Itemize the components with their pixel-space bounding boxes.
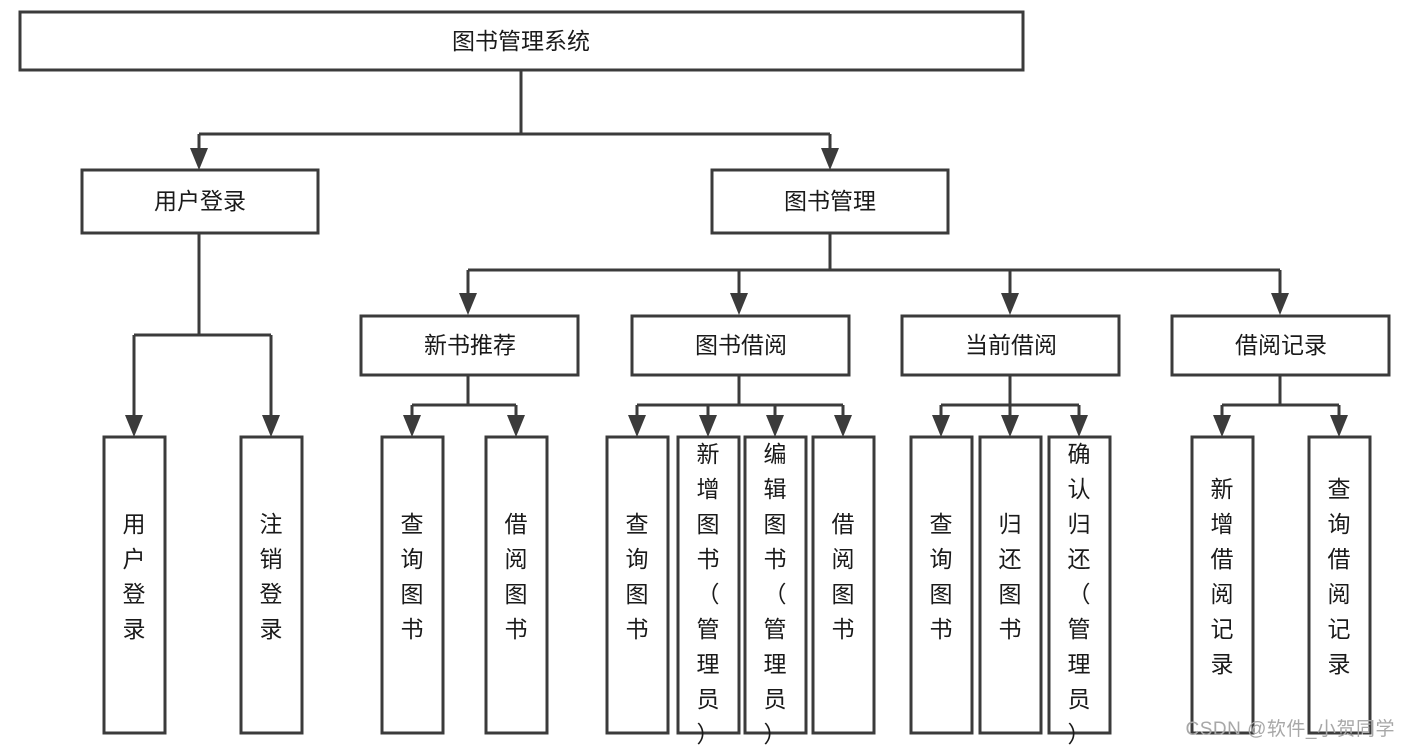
node-leaf-return-book[interactable]: 归还图书	[978, 435, 1043, 735]
node-current-borrow-box[interactable]	[900, 314, 1121, 377]
node-book-manage-box[interactable]	[710, 168, 950, 235]
node-root[interactable]: 图书管理系统	[18, 10, 1025, 72]
node-leaf-add-book-box[interactable]	[676, 435, 741, 735]
node-leaf-edit-book-box[interactable]	[743, 435, 808, 735]
arrowhead-leaf-add-record	[1213, 415, 1231, 437]
node-leaf-query-book-2-box[interactable]	[605, 435, 670, 735]
arrowhead-leaf-borrow-book-2	[834, 415, 852, 437]
node-leaf-borrow-book-1-label: 借阅图书	[505, 511, 528, 642]
node-leaf-query-book-1-label: 查询图书	[401, 511, 424, 642]
node-leaf-confirm-return[interactable]: 确认归还（管理员）	[1047, 435, 1112, 747]
node-book-manage-label: 图书管理	[784, 188, 876, 214]
arrowhead-current-borrow	[1001, 293, 1019, 315]
arrowhead-book-borrow	[730, 293, 748, 315]
node-leaf-logout-box[interactable]	[239, 435, 304, 735]
node-borrow-record-box[interactable]	[1170, 314, 1391, 377]
node-borrow-record[interactable]: 借阅记录	[1170, 314, 1391, 377]
node-leaf-return-book-box[interactable]	[978, 435, 1043, 735]
node-leaf-query-book-2-label: 查询图书	[626, 511, 649, 642]
node-leaf-logout[interactable]: 注销登录	[239, 435, 304, 735]
arrowhead-leaf-query-book-1	[403, 415, 421, 437]
node-leaf-query-book-3-label: 查询图书	[930, 511, 953, 642]
node-new-book-rec-box[interactable]	[359, 314, 580, 377]
node-leaf-borrow-book-2[interactable]: 借阅图书	[811, 435, 876, 735]
node-book-borrow-box[interactable]	[630, 314, 851, 377]
arrowhead-leaf-query-book-3	[932, 415, 950, 437]
node-leaf-user-login-label: 用户登录	[123, 511, 146, 642]
node-leaf-query-book-3-box[interactable]	[909, 435, 974, 735]
arrowhead-leaf-edit-book	[766, 415, 784, 437]
node-book-manage[interactable]: 图书管理	[710, 168, 950, 235]
arrowhead-leaf-return-book	[1001, 415, 1019, 437]
arrowhead-leaf-confirm-return	[1070, 415, 1088, 437]
node-leaf-borrow-book-1-box[interactable]	[484, 435, 549, 735]
node-user-login[interactable]: 用户登录	[80, 168, 320, 235]
arrowhead-leaf-add-book	[699, 415, 717, 437]
node-book-borrow-label: 图书借阅	[695, 332, 787, 358]
arrowhead-leaf-borrow-book-1	[507, 415, 525, 437]
node-leaf-add-record-label: 新增借阅记录	[1211, 476, 1234, 677]
node-borrow-record-label: 借阅记录	[1235, 332, 1327, 358]
node-current-borrow-label: 当前借阅	[965, 332, 1057, 358]
node-leaf-borrow-book-2-label: 借阅图书	[832, 511, 855, 642]
node-leaf-logout-label: 注销登录	[260, 511, 283, 642]
node-new-book-rec[interactable]: 新书推荐	[359, 314, 580, 377]
node-leaf-edit-book[interactable]: 编辑图书（管理员）	[743, 435, 808, 747]
node-leaf-user-login-box[interactable]	[102, 435, 167, 735]
arrowhead-user-login	[190, 148, 208, 170]
node-leaf-query-record-box[interactable]	[1307, 435, 1372, 735]
node-leaf-add-record-box[interactable]	[1190, 435, 1255, 735]
node-root-label: 图书管理系统	[452, 28, 590, 54]
node-leaf-confirm-return-label: 确认归还（管理员）	[1068, 441, 1091, 747]
node-leaf-query-record[interactable]: 查询借阅记录	[1307, 435, 1372, 735]
node-user-login-box[interactable]	[80, 168, 320, 235]
node-leaf-borrow-book-2-box[interactable]	[811, 435, 876, 735]
node-leaf-query-book-1[interactable]: 查询图书	[380, 435, 445, 735]
node-new-book-rec-label: 新书推荐	[424, 332, 516, 358]
node-leaf-query-book-2[interactable]: 查询图书	[605, 435, 670, 735]
node-book-borrow[interactable]: 图书借阅	[630, 314, 851, 377]
arrowhead-new-book-rec	[459, 293, 477, 315]
node-root-box[interactable]	[18, 10, 1025, 72]
node-user-login-label: 用户登录	[154, 188, 246, 214]
node-leaf-edit-book-label: 编辑图书（管理员）	[764, 441, 787, 747]
arrowhead-leaf-logout	[262, 415, 280, 437]
node-leaf-query-record-label: 查询借阅记录	[1328, 476, 1351, 677]
arrowhead-leaf-user-login	[125, 415, 143, 437]
node-leaf-confirm-return-box[interactable]	[1047, 435, 1112, 735]
arrowhead-leaf-query-book-2	[628, 415, 646, 437]
node-leaf-add-record[interactable]: 新增借阅记录	[1190, 435, 1255, 735]
arrowhead-book-manage	[821, 148, 839, 170]
node-leaf-add-book[interactable]: 新增图书（管理员）	[676, 435, 741, 747]
node-leaf-query-book-3[interactable]: 查询图书	[909, 435, 974, 735]
connector-layer	[125, 70, 1348, 437]
node-leaf-user-login[interactable]: 用户登录	[102, 435, 167, 735]
arrowhead-borrow-record	[1271, 293, 1289, 315]
node-current-borrow[interactable]: 当前借阅	[900, 314, 1121, 377]
node-leaf-borrow-book-1[interactable]: 借阅图书	[484, 435, 549, 735]
arrowhead-leaf-query-record	[1330, 415, 1348, 437]
node-leaf-return-book-label: 归还图书	[999, 511, 1022, 642]
node-leaf-query-book-1-box[interactable]	[380, 435, 445, 735]
node-leaf-add-book-label: 新增图书（管理员）	[697, 441, 720, 747]
